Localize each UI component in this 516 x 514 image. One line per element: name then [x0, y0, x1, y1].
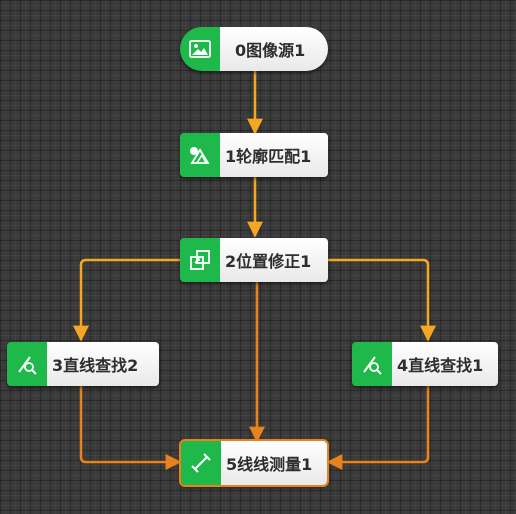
node-label: 0图像源1: [220, 27, 328, 71]
node-label: 5线线测量1: [221, 441, 327, 485]
contour-match-icon: [180, 133, 220, 177]
node-position-correct[interactable]: 2位置修正1: [180, 238, 328, 282]
line-find-icon: [352, 342, 392, 386]
line-find-icon: [7, 342, 47, 386]
line-measure-icon: [181, 441, 221, 485]
position-correction-icon: [180, 238, 220, 282]
node-label: 4直线查找1: [392, 342, 498, 386]
node-line-find-1[interactable]: 4直线查找1: [352, 342, 498, 386]
image-icon: [180, 27, 220, 71]
node-image-source[interactable]: 0图像源1: [180, 27, 328, 71]
node-label: 1轮廓匹配1: [220, 133, 328, 177]
edge-position-correct-to-line-find-2[interactable]: [73, 258, 180, 342]
edge-line-find-2-to-line-measure[interactable]: [79, 386, 182, 470]
node-line-find-2[interactable]: 3直线查找2: [7, 342, 159, 386]
node-line-measure[interactable]: 5线线测量1: [179, 439, 329, 487]
edge-position-correct-to-line-find-1[interactable]: [327, 258, 436, 342]
node-label: 2位置修正1: [220, 238, 328, 282]
node-contour-match[interactable]: 1轮廓匹配1: [180, 133, 328, 177]
node-label: 3直线查找2: [47, 342, 159, 386]
edge-line-find-1-to-line-measure[interactable]: [326, 386, 430, 470]
